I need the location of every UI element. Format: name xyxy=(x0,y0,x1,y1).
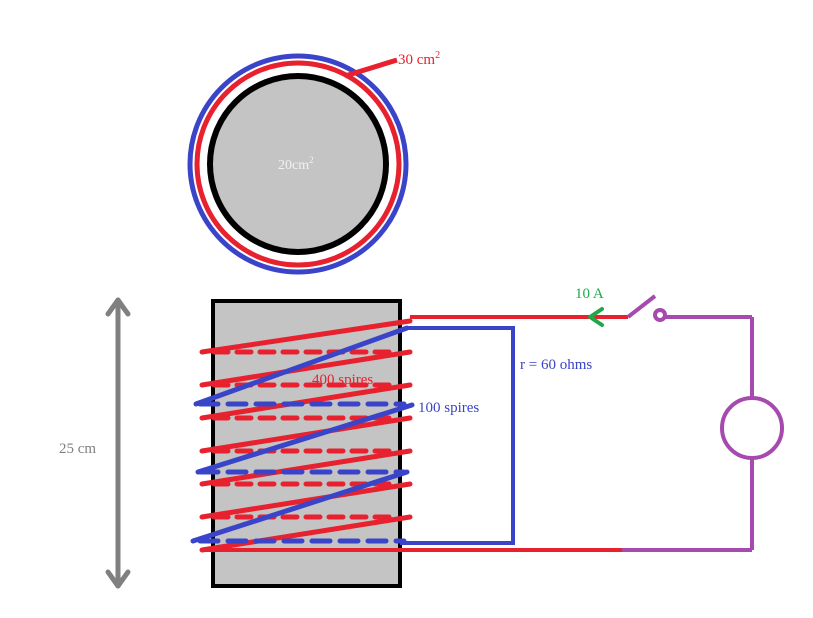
secondary-winding xyxy=(190,325,415,544)
current-arrow xyxy=(588,307,604,327)
height-label: 25 cm xyxy=(59,441,96,457)
inner-area-label: 20cm2 xyxy=(278,155,314,173)
secondary-turns-label: 100 spires xyxy=(418,400,479,416)
cross-section-view: 30 cm2 20cm2 xyxy=(187,50,440,275)
outer-area-label: 30 cm2 xyxy=(398,50,440,68)
secondary-coil-ring xyxy=(187,53,409,275)
current-label: 10 A xyxy=(575,286,604,302)
outer-area-pointer xyxy=(344,57,398,79)
resistance-label: r = 60 ohms xyxy=(520,357,592,373)
primary-turns-label: 400 spires xyxy=(312,372,373,388)
primary-coil-ring xyxy=(194,60,402,268)
source-circuit xyxy=(622,294,754,552)
core-section xyxy=(207,73,389,255)
ac-source xyxy=(720,396,784,460)
height-dimension xyxy=(105,297,131,589)
secondary-circuit xyxy=(400,326,515,545)
